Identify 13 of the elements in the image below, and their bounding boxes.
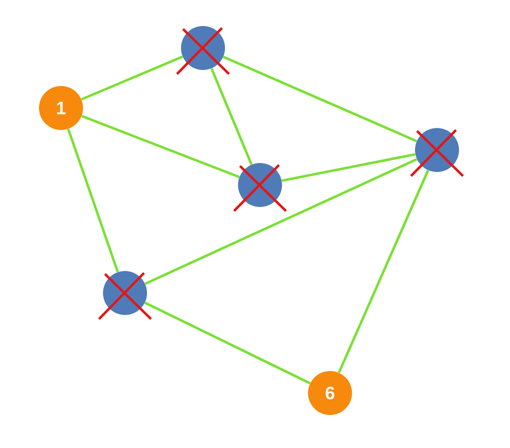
crossed-out-circle <box>98 271 152 320</box>
edge-line <box>67 128 119 272</box>
crossed-out-circle <box>232 163 288 212</box>
edge-line <box>80 55 184 101</box>
edge-line <box>338 170 430 374</box>
edge-line <box>222 56 418 142</box>
edge-line <box>144 158 418 285</box>
edge-line <box>144 302 311 384</box>
edge-line <box>282 153 416 182</box>
crossed-out-circle <box>410 128 464 178</box>
crossed-out-circle <box>176 26 230 76</box>
edge-line <box>210 68 253 165</box>
edge-line <box>81 114 240 178</box>
